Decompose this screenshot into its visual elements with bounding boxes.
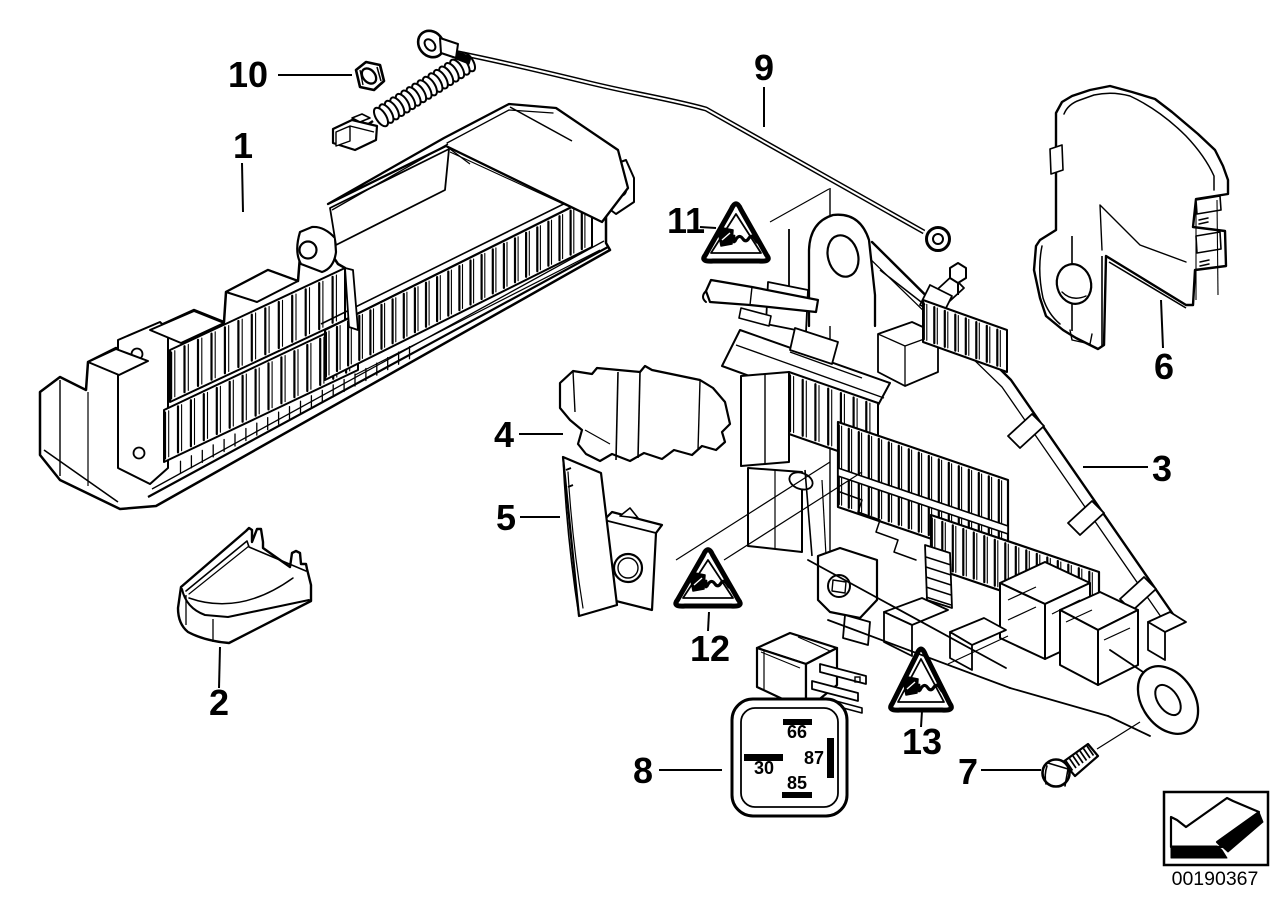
svg-text:13: 13 bbox=[902, 721, 942, 762]
svg-text:6: 6 bbox=[1154, 346, 1174, 387]
svg-text:11: 11 bbox=[667, 200, 705, 241]
svg-text:8: 8 bbox=[633, 750, 653, 791]
svg-text:7: 7 bbox=[958, 751, 978, 792]
svg-text:12: 12 bbox=[690, 628, 730, 669]
svg-text:4: 4 bbox=[494, 414, 514, 455]
svg-text:1: 1 bbox=[233, 125, 253, 166]
svg-text:87: 87 bbox=[804, 748, 824, 768]
svg-text:3: 3 bbox=[1152, 448, 1172, 489]
svg-text:9: 9 bbox=[754, 47, 774, 88]
svg-text:2: 2 bbox=[209, 682, 229, 723]
svg-text:10: 10 bbox=[228, 54, 268, 95]
svg-text:00190367: 00190367 bbox=[1172, 868, 1259, 890]
svg-text:30: 30 bbox=[754, 758, 774, 778]
svg-text:85: 85 bbox=[787, 773, 807, 793]
svg-text:66: 66 bbox=[787, 722, 807, 742]
svg-text:5: 5 bbox=[496, 497, 516, 538]
